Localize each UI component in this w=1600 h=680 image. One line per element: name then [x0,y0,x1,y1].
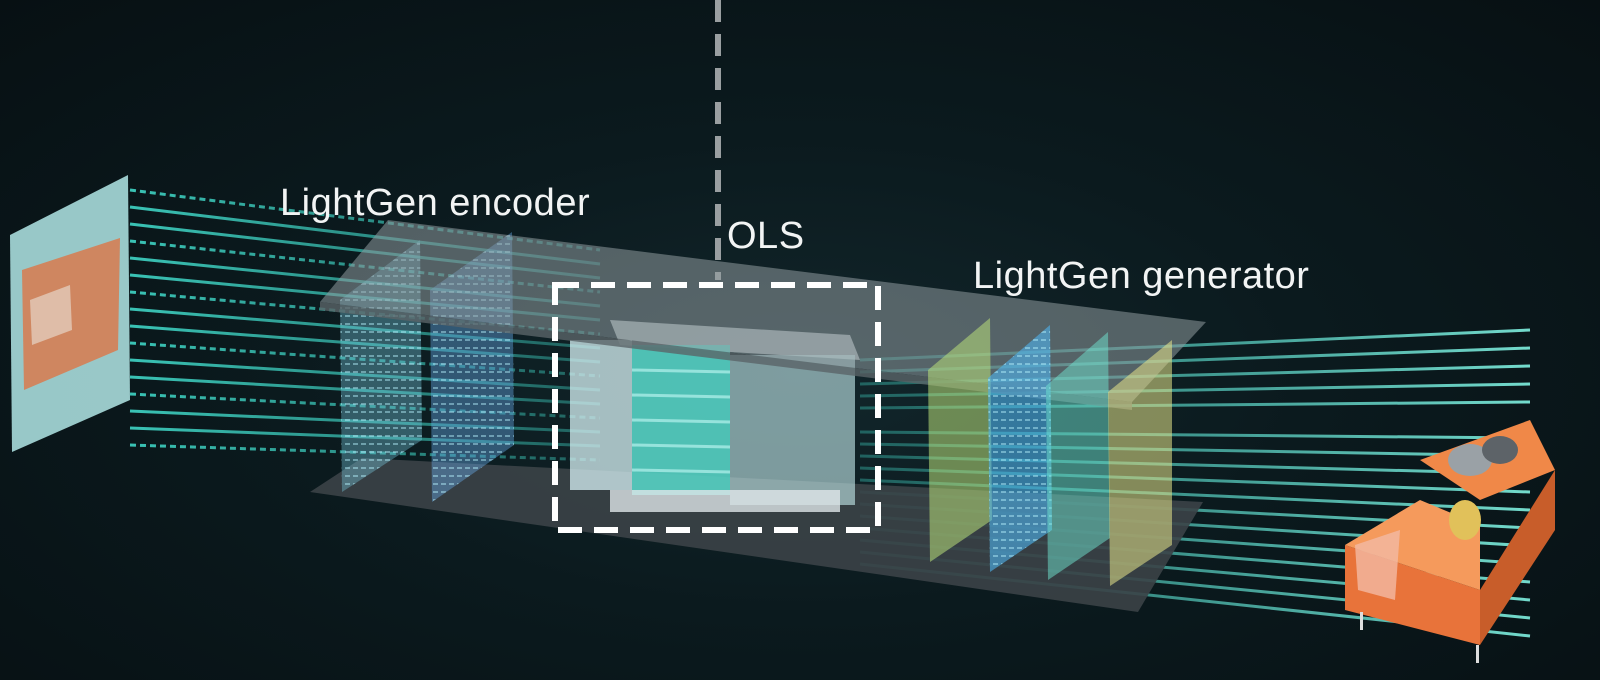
encoder-label: LightGen encoder [280,182,591,224]
sofa-output-image [1345,420,1555,663]
generator-label: LightGen generator [973,255,1310,297]
generator-panels [928,318,1172,586]
ols-highlight-box [552,282,881,533]
input-image-panel [10,175,130,452]
ols-label: OLS [727,215,805,257]
